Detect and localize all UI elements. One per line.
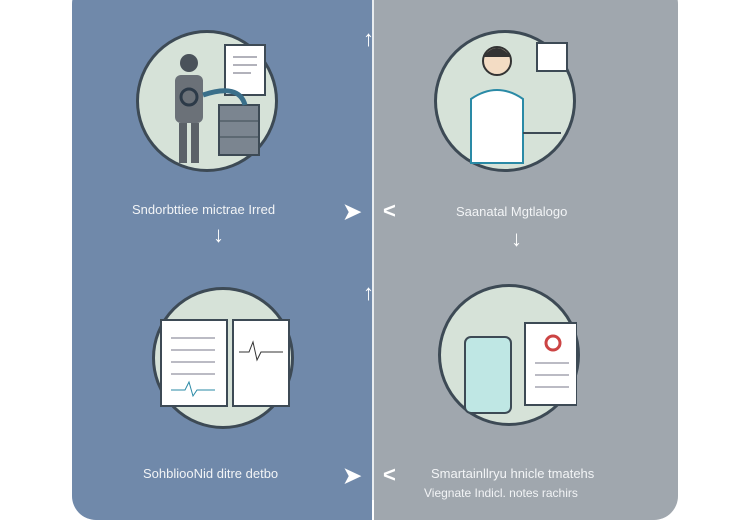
step-1-label: Sndorbttiee mictrae Irred	[132, 202, 276, 217]
doctor-server-icon	[175, 44, 266, 163]
arrow-left-icon: <	[383, 198, 396, 223]
arrow-up-icon: ↑	[363, 280, 374, 305]
arrow-right-icon: ➤	[343, 463, 362, 488]
step-4-circle	[438, 284, 580, 426]
arrow-up-icon: ↑	[363, 26, 374, 51]
step-3-label: SohbliooNid ditre detbo	[143, 466, 279, 481]
divider	[372, 0, 374, 500]
arrow-right-icon: ➤	[343, 199, 362, 224]
step-2-label: Saanatal Mgtlalogo	[456, 204, 568, 219]
step-4-label: Smartainllryu hnicle tmatehs	[431, 466, 595, 481]
sample-report-icon	[464, 322, 577, 414]
step-3-circle	[152, 287, 294, 429]
step-2-circle	[434, 30, 576, 172]
arrow-left-icon: <	[383, 462, 396, 487]
step-4-sublabel: Viegnate Indicl. notes rachirs	[424, 486, 578, 500]
medical-charts-icon	[160, 319, 290, 407]
step-1-circle	[136, 30, 278, 172]
doctor-chat-icon	[470, 42, 568, 164]
arrow-down-icon: ↓	[511, 226, 522, 251]
arrow-down-icon: ↓	[213, 222, 224, 247]
